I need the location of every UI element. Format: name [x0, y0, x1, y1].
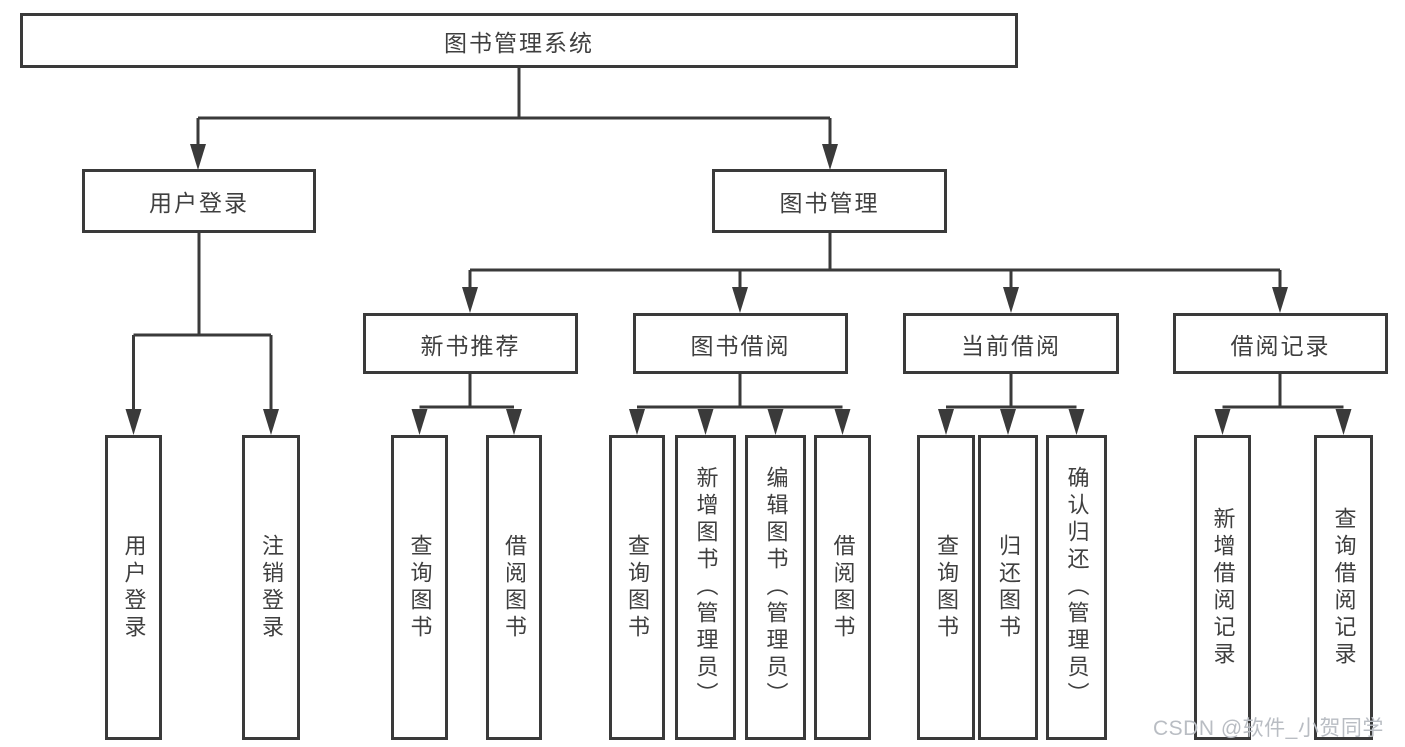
- leaf-user-login: 用户登录: [105, 435, 162, 740]
- arrowhead-icon: [938, 409, 954, 435]
- node-borrowing-records: 借阅记录: [1173, 313, 1388, 374]
- node-book-borrowing: 图书借阅: [633, 313, 848, 374]
- arrowhead-icon: [506, 409, 522, 435]
- leaf-nb-query-books: 查询图书: [391, 435, 448, 740]
- leaf-cb-confirm-return: 确认归还（管理员）: [1046, 435, 1107, 740]
- leaf-bb-edit-books: 编辑图书（管理员）: [745, 435, 806, 740]
- arrowhead-icon: [411, 409, 428, 435]
- arrowhead-icon: [767, 409, 784, 435]
- arrowhead-icon: [462, 287, 478, 313]
- arrowhead-icon: [1214, 409, 1231, 435]
- leaf-cb-query-books-label: 查询图书: [934, 533, 959, 642]
- leaf-bb-query-books-label: 查询图书: [625, 533, 650, 642]
- node-book-management-label: 图书管理: [779, 190, 880, 216]
- leaf-nb-query-books-label: 查询图书: [407, 533, 433, 642]
- node-new-book-recommend-label: 新书推荐: [420, 332, 521, 359]
- leaf-bb-borrow-books: 借阅图书: [814, 435, 871, 740]
- node-current-borrowing: 当前借阅: [903, 313, 1119, 374]
- arrowhead-icon: [263, 409, 279, 435]
- leaf-br-add-record-label: 新增借阅记录: [1210, 506, 1236, 669]
- node-new-book-recommend: 新书推荐: [363, 313, 578, 374]
- node-user-login: 用户登录: [82, 169, 316, 233]
- arrowhead-icon: [1272, 287, 1288, 313]
- node-user-login-label: 用户登录: [149, 190, 249, 216]
- arrowhead-icon: [629, 409, 645, 435]
- arrowhead-icon: [1000, 409, 1016, 435]
- node-current-borrowing-label: 当前借阅: [961, 332, 1061, 359]
- leaf-nb-borrow-books-label: 借阅图书: [502, 533, 527, 642]
- csdn-watermark: CSDN @软件_小贺同学: [1153, 717, 1384, 740]
- arrowhead-icon: [697, 409, 714, 435]
- leaf-nb-borrow-books: 借阅图书: [486, 435, 542, 740]
- leaf-bb-query-books: 查询图书: [609, 435, 665, 740]
- leaf-bb-add-books-label: 新增图书（管理员）: [693, 466, 719, 709]
- leaf-br-add-record: 新增借阅记录: [1194, 435, 1251, 740]
- leaf-cb-query-books: 查询图书: [917, 435, 975, 740]
- leaf-cb-return-books: 归还图书: [978, 435, 1038, 740]
- leaf-br-query-record: 查询借阅记录: [1314, 435, 1373, 740]
- leaf-br-query-record-label: 查询借阅记录: [1331, 506, 1357, 669]
- arrowhead-icon: [1335, 409, 1352, 435]
- leaf-bb-edit-books-label: 编辑图书（管理员）: [763, 466, 789, 709]
- arrowhead-icon: [125, 409, 142, 435]
- node-book-borrowing-label: 图书借阅: [690, 332, 791, 359]
- leaf-bb-add-books: 新增图书（管理员）: [675, 435, 736, 740]
- node-borrowing-records-label: 借阅记录: [1230, 332, 1331, 359]
- arrowhead-icon: [1003, 287, 1019, 313]
- node-root: 图书管理系统: [20, 13, 1018, 68]
- node-root-label: 图书管理系统: [444, 29, 594, 56]
- arrowhead-icon: [822, 144, 838, 170]
- leaf-bb-borrow-books-label: 借阅图书: [830, 533, 856, 642]
- leaf-cb-return-books-label: 归还图书: [996, 533, 1021, 642]
- leaf-user-login-label: 用户登录: [121, 533, 147, 642]
- arrowhead-icon: [190, 144, 206, 170]
- leaf-logout: 注销登录: [242, 435, 300, 740]
- arrowhead-icon: [834, 409, 851, 435]
- leaf-cb-confirm-return-label: 确认归还（管理员）: [1064, 466, 1090, 709]
- leaf-logout-label: 注销登录: [259, 533, 284, 642]
- arrowhead-icon: [1068, 409, 1085, 435]
- arrowhead-icon: [732, 287, 748, 313]
- node-book-management: 图书管理: [712, 169, 947, 233]
